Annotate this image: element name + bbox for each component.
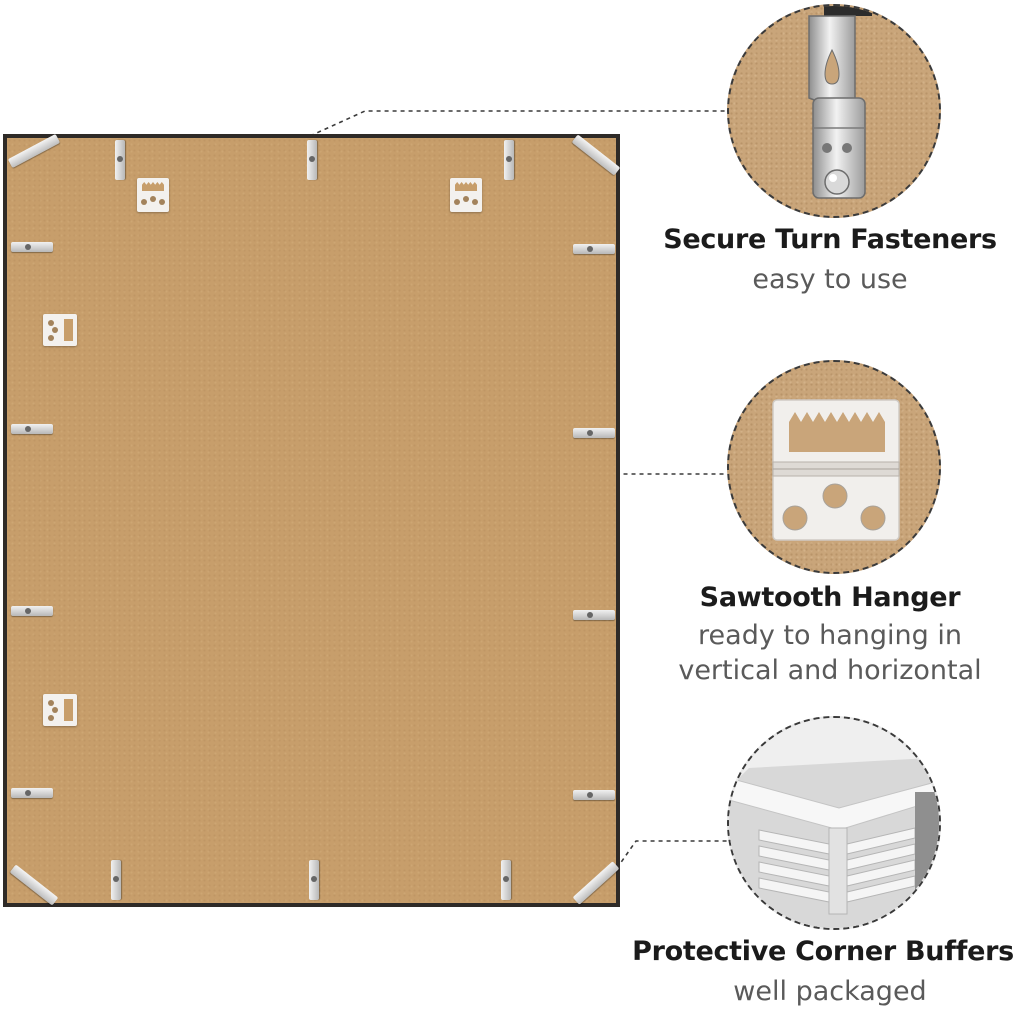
turn-fastener-right-1 [573,244,615,254]
sawtooth-hanger-side-lower [43,694,77,726]
turn-fastener-right-2 [573,428,615,438]
frame-back [3,133,621,907]
corner-buffer-icon [729,718,939,928]
fasteners-title: Secure Turn Fasteners [663,224,997,255]
turn-fastener-top-2 [307,140,317,180]
turn-fastener-top-3 [504,140,514,180]
sawtooth-hanger-top-left [137,178,169,212]
sawtooth-subtitle-line1: ready to hanging in [698,620,962,651]
turn-fastener-bottom-2 [309,860,319,900]
sawtooth-hanger-icon [772,399,900,541]
turn-fastener-left-3 [11,606,53,616]
turn-fastener-left-2 [11,424,53,434]
fastener-closeup [727,4,941,218]
corner-buffer-closeup [727,716,941,930]
turn-fastener-right-3 [573,610,615,620]
sawtooth-subtitle-line2: vertical and horizontal [678,655,982,686]
fasteners-subtitle: easy to use [752,264,908,295]
corner-clip-top-right [571,134,621,176]
sawtooth-hanger-side-upper [43,314,77,346]
corners-subtitle: well packaged [733,976,927,1007]
corner-clip-top-left [7,133,61,169]
sawtooth-closeup [727,360,941,574]
turn-fastener-top-1 [115,140,125,180]
turn-fastener-icon [808,6,872,199]
corner-clip-bottom-right [572,861,620,905]
leader-line-corners [602,840,728,889]
turn-fastener-left-1 [11,242,53,252]
corners-title: Protective Corner Buffers [632,936,1014,967]
leader-line-fasteners [309,110,728,137]
sawtooth-hanger-top-right [450,178,482,212]
turn-fastener-right-4 [573,790,615,800]
turn-fastener-bottom-3 [501,860,511,900]
turn-fastener-left-4 [11,788,53,798]
turn-fastener-bottom-1 [111,860,121,900]
corner-clip-bottom-left [9,864,59,906]
sawtooth-title: Sawtooth Hanger [699,582,961,613]
